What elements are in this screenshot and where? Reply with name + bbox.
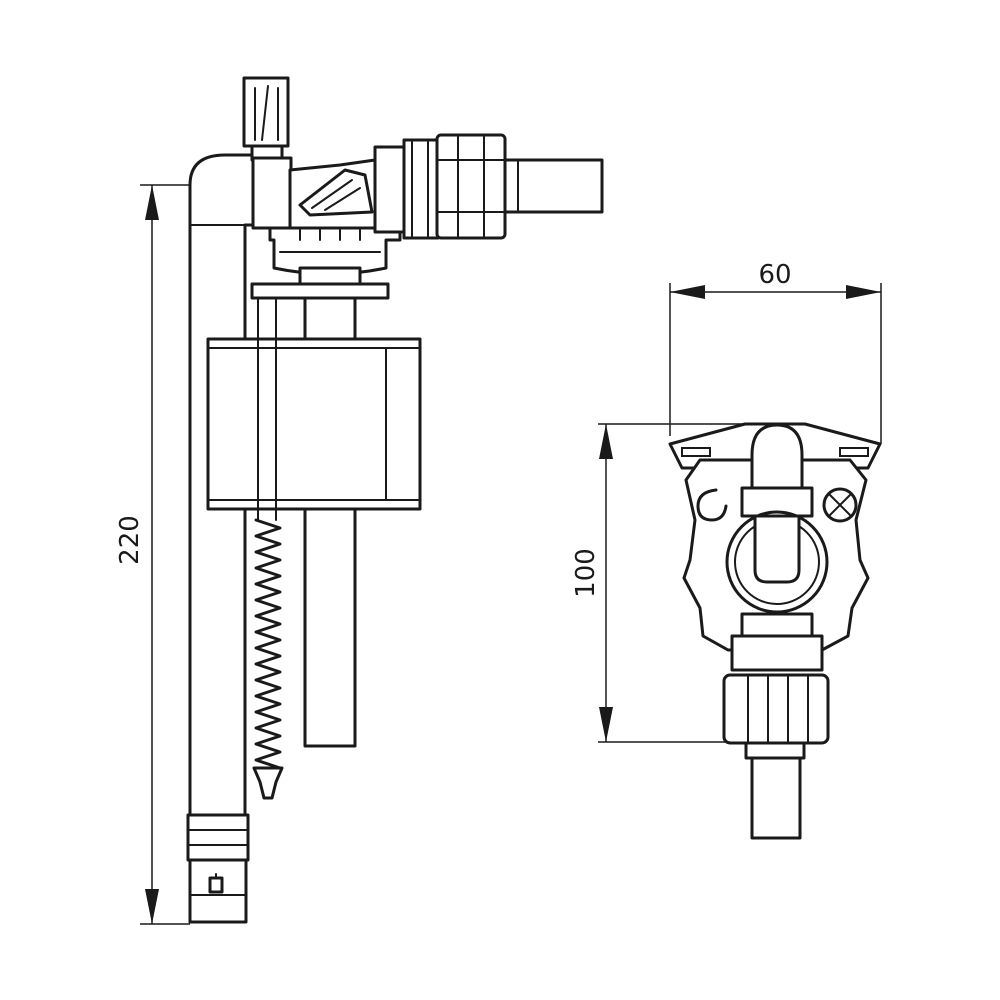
dimension-220: 220	[115, 184, 190, 925]
front-outlet-nut	[722, 673, 830, 745]
float-arm	[250, 282, 390, 300]
dimension-label-220: 220	[115, 515, 145, 565]
front-outlet-tube	[750, 756, 802, 840]
dimension-100: 100	[571, 423, 760, 743]
front-top-cap	[750, 423, 804, 492]
front-view	[668, 422, 882, 840]
inlet-tube	[503, 158, 604, 214]
threaded-rod	[254, 518, 282, 770]
inlet-collar	[373, 145, 407, 234]
bottom-coupling	[186, 813, 250, 862]
inlet-ring	[402, 138, 440, 240]
float-cup	[206, 337, 422, 511]
dimension-60: 60	[669, 260, 882, 444]
guide-rod-lower	[303, 507, 357, 748]
valve-stem	[251, 156, 293, 230]
guide-rod	[303, 296, 357, 341]
dimension-label-60: 60	[758, 260, 791, 290]
dimension-label-100: 100	[571, 548, 601, 598]
inlet-nut	[435, 133, 507, 240]
front-lower-collar	[740, 612, 814, 640]
side-view	[186, 76, 604, 924]
